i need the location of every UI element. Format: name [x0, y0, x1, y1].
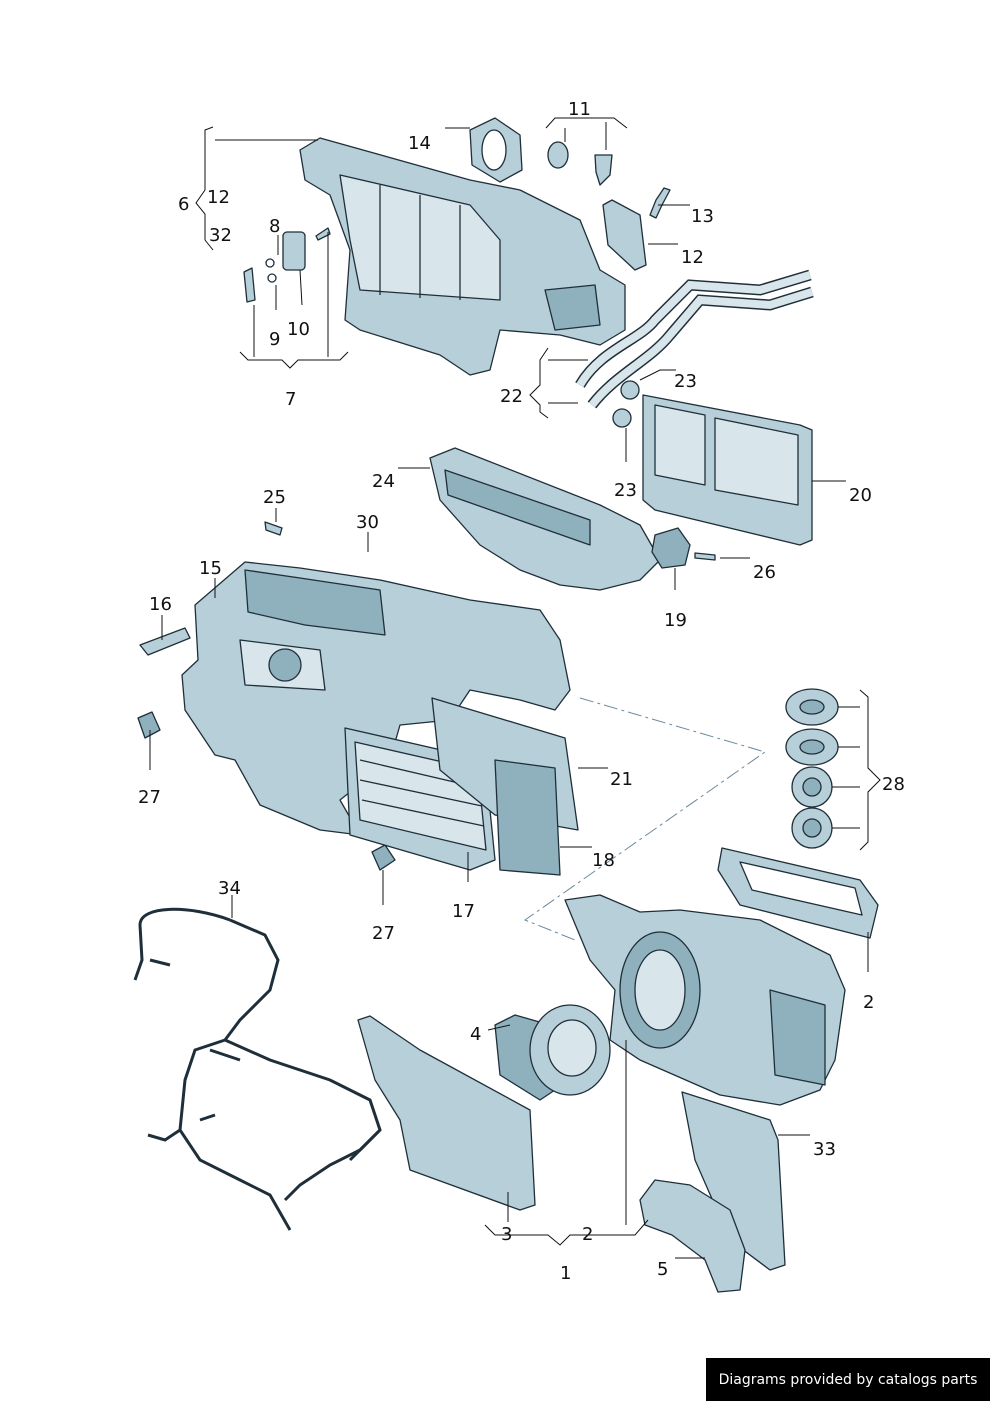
- callout-2: 2: [863, 992, 874, 1013]
- cabin-filter-part: [681, 1091, 786, 1271]
- callout-27: 27: [138, 787, 161, 808]
- blower-housing-part: [564, 894, 846, 1106]
- callout-8: 8: [269, 216, 280, 237]
- callout-7: 7: [285, 389, 296, 410]
- air-duct-part: [639, 1179, 746, 1293]
- callout-6: 6: [178, 194, 189, 215]
- heat-exchanger-part: [642, 394, 813, 546]
- callout-21: 21: [610, 769, 633, 790]
- sensor-part: [649, 187, 671, 219]
- callout-11: 11: [568, 99, 591, 120]
- callout-5: 5: [657, 1259, 668, 1280]
- provider-credit-banner: Diagrams provided by catalogs parts: [706, 1358, 990, 1401]
- callout-26: 26: [753, 562, 776, 583]
- callout-3: 3: [501, 1224, 512, 1245]
- callout-16: 16: [149, 594, 172, 615]
- actuator-part: [651, 527, 691, 569]
- callout-4: 4: [470, 1024, 481, 1045]
- filter-part: [431, 697, 579, 876]
- servo-motor-part: [371, 844, 396, 871]
- main-housing-part: [181, 561, 571, 836]
- wiring-harness-part: [133, 907, 382, 1231]
- callout-12: 12: [681, 247, 704, 268]
- callout-14: 14: [408, 133, 431, 154]
- leader-lines: [149, 117, 881, 1259]
- callout-34: 34: [218, 878, 241, 899]
- blower-motor-part: [494, 1004, 611, 1101]
- callout-20: 20: [849, 485, 872, 506]
- frame-gasket-part: [717, 847, 879, 939]
- callout-23: 23: [614, 480, 637, 501]
- callout-13: 13: [691, 206, 714, 227]
- screw-part: [694, 552, 716, 561]
- callout-25: 25: [263, 487, 286, 508]
- cover-panel-part: [357, 1015, 536, 1211]
- clip-part: [264, 521, 283, 536]
- callout-23: 23: [674, 371, 697, 392]
- callout-32: 32: [209, 225, 232, 246]
- callout-18: 18: [592, 850, 615, 871]
- expansion-valve-parts: [243, 227, 331, 303]
- callout-9: 9: [269, 329, 280, 350]
- coolant-pipes-part: [575, 269, 814, 409]
- pipe-clip-part: [620, 380, 640, 400]
- callout-labels: 1 2 2 3 4 5 6 7 8 9 10 11 12 12 13 14 15…: [138, 99, 905, 1284]
- callout-22: 22: [500, 386, 523, 407]
- callout-30: 30: [356, 512, 379, 533]
- actuator-motor-part: [139, 627, 191, 656]
- callout-33: 33: [813, 1139, 836, 1160]
- callout-28: 28: [882, 774, 905, 795]
- servo-motor-part: [137, 711, 161, 739]
- callout-19: 19: [664, 610, 687, 631]
- air-distribution-part: [429, 447, 661, 591]
- callout-24: 24: [372, 471, 395, 492]
- callout-17: 17: [452, 901, 475, 922]
- plug-parts: [547, 141, 613, 186]
- flap-part: [602, 199, 647, 271]
- pipe-clip-part: [612, 408, 632, 428]
- callout-10: 10: [287, 319, 310, 340]
- callout-15: 15: [199, 558, 222, 579]
- upper-housing-part: [299, 137, 626, 376]
- provider-credit-text: Diagrams provided by catalogs parts: [718, 1371, 978, 1388]
- alignment-line: [523, 697, 767, 941]
- callout-27: 27: [372, 923, 395, 944]
- callout-2: 2: [582, 1224, 593, 1245]
- callout-12: 12: [207, 187, 230, 208]
- callout-1: 1: [560, 1263, 571, 1284]
- seal-ring-part: [469, 117, 523, 183]
- sealing-rings-part: [785, 688, 839, 849]
